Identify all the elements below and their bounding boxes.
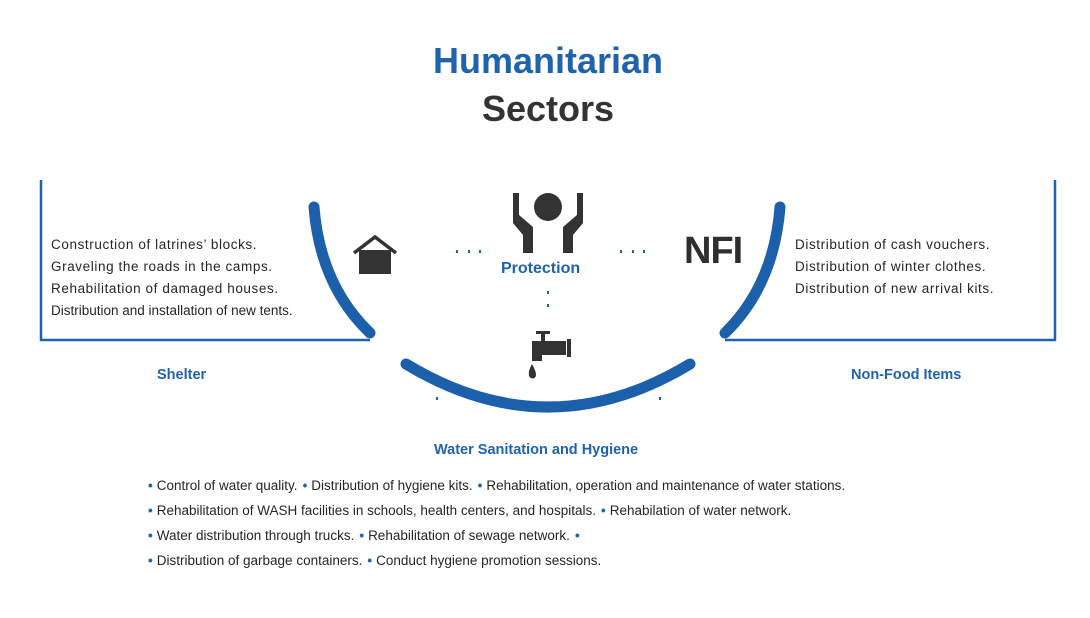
shelter-item: Rehabilitation of damaged houses. xyxy=(51,281,279,296)
wash-item: Rehabilitation, operation and maintenanc… xyxy=(486,478,846,493)
wash-line: •Control of water quality.•Distribution … xyxy=(148,478,850,503)
water-tap-icon xyxy=(528,331,571,379)
nfi-item: Distribution of cash vouchers. xyxy=(795,237,991,252)
nfi-label: Non-Food Items xyxy=(851,367,962,383)
wash-item: Rehabilitation of sewage network. xyxy=(368,528,570,543)
wash-line: •Distribution of garbage containers.•Con… xyxy=(148,553,850,578)
wash-item: Conduct hygiene promotion sessions. xyxy=(376,553,602,568)
nfi-arc xyxy=(719,201,786,339)
title-line-1: Humanitarian xyxy=(432,40,664,81)
bullet-icon: • xyxy=(302,478,308,493)
bullet-icon: • xyxy=(359,528,365,543)
nfi-icon-text: NFI xyxy=(684,230,743,272)
bullet-icon: • xyxy=(148,503,153,518)
nfi-activities: Distribution of cash vouchers. Distribut… xyxy=(795,234,994,300)
wash-item: Water distribution through trucks. xyxy=(156,528,355,543)
wash-activities: •Control of water quality.•Distribution … xyxy=(148,478,850,578)
shelter-box-border xyxy=(39,180,370,342)
wash-item: Rehabilation of water network. xyxy=(609,503,792,518)
wash-item: Distribution of hygiene kits. xyxy=(311,478,473,493)
nfi-item: Distribution of new arrival kits. xyxy=(795,281,995,296)
wash-line: •Rehabilitation of WASH facilities in sc… xyxy=(148,503,850,528)
bullet-icon: • xyxy=(148,553,153,568)
shelter-activities: Construction of latrines’ blocks. Gravel… xyxy=(51,234,293,322)
wash-line: •Water distribution through trucks.•Reha… xyxy=(148,528,850,553)
hands-protecting-person-icon xyxy=(513,193,583,253)
wash-item: Control of water quality. xyxy=(156,478,298,493)
bullet-icon: • xyxy=(477,478,483,493)
shelter-item: Distribution and installation of new ten… xyxy=(51,303,293,318)
protection-label: Protection xyxy=(501,260,581,277)
bullet-icon: • xyxy=(148,478,153,493)
bullet-icon: • xyxy=(574,528,580,543)
wash-item: Rehabilitation of WASH facilities in sch… xyxy=(156,503,596,518)
house-icon xyxy=(352,234,398,274)
nfi-box-border xyxy=(725,180,1057,342)
shelter-item: Construction of latrines’ blocks. xyxy=(51,237,258,252)
shelter-arc xyxy=(308,201,376,339)
wash-item: Distribution of garbage containers. xyxy=(156,553,363,568)
shelter-item: Graveling the roads in the camps. xyxy=(51,259,273,274)
dotted-connectors xyxy=(436,250,661,400)
shelter-label: Shelter xyxy=(157,367,207,383)
bullet-icon: • xyxy=(600,503,606,518)
title-line-2: Sectors xyxy=(481,88,615,129)
bullet-icon: • xyxy=(367,553,373,568)
bullet-icon: • xyxy=(148,528,153,543)
nfi-item: Distribution of winter clothes. xyxy=(795,259,987,274)
wash-arc xyxy=(400,358,696,413)
wash-label: Water Sanitation and Hygiene xyxy=(434,442,639,458)
